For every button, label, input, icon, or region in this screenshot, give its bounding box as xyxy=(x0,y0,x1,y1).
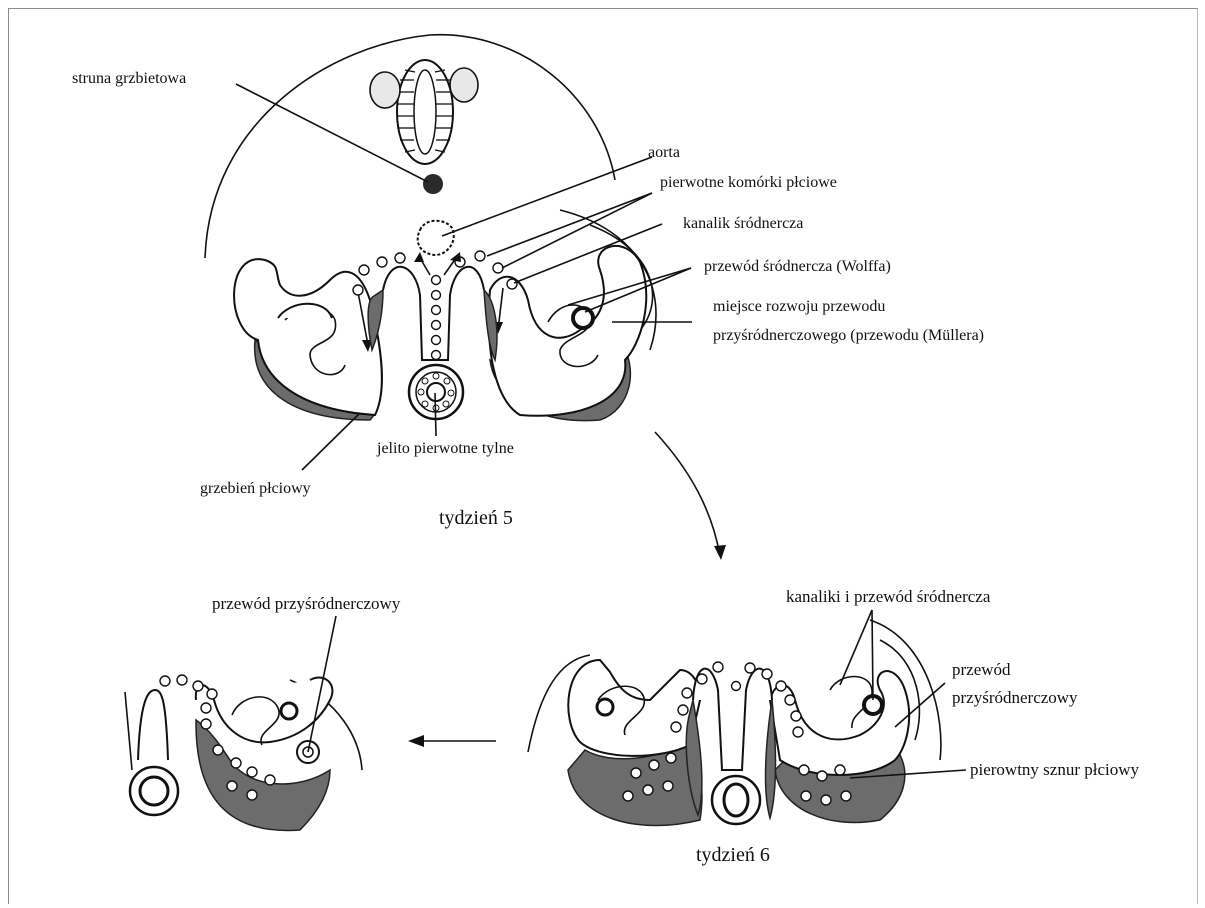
label-primordial-germ-cells: pierwotne komórki płciowe xyxy=(660,174,837,192)
label-primitive-sex-cord: pierowtny sznur płciowy xyxy=(970,760,1139,780)
arrow-head-left xyxy=(408,735,424,747)
label-week6: tydzień 6 xyxy=(696,844,770,867)
label-mesonephric-tubule: kanalik śródnercza xyxy=(683,215,803,233)
label-mullerian-site-line2: przyśródnerczowego (przewodu (Müllera) xyxy=(713,327,984,345)
ganglion-right xyxy=(450,68,478,102)
label-week5: tydzień 5 xyxy=(439,507,513,530)
label-aorta: aorta xyxy=(648,144,680,162)
week6-left-section xyxy=(125,675,362,830)
label-paramesonephric-duct-left: przewód przyśródnerczowy xyxy=(212,594,400,614)
arrow-week5-to-week6 xyxy=(655,432,720,556)
label-mullerian-site-line1: miejsce rozwoju przewodu xyxy=(713,298,885,316)
label-wolffian-duct: przewód śródnercza (Wolffa) xyxy=(704,258,891,276)
arrow-head-down xyxy=(714,545,726,560)
notochord xyxy=(423,174,443,194)
week6-cross-section xyxy=(528,620,941,826)
label-mesonephric-tubules-duct: kanaliki i przewód śródnercza xyxy=(786,587,990,607)
left-urogenital-ridge xyxy=(234,259,382,420)
neural-tube xyxy=(397,60,453,164)
label-paramesonephric-duct-right-line2: przyśródnerczowy xyxy=(952,688,1078,708)
aorta-vessel xyxy=(418,221,454,255)
label-hindgut: jelito pierwotne tylne xyxy=(377,440,514,458)
ganglion-left xyxy=(370,72,400,108)
label-notochord: struna grzbietowa xyxy=(72,70,186,88)
label-genital-ridge: grzebień płciowy xyxy=(200,480,311,498)
right-urogenital-ridge xyxy=(489,246,646,421)
week5-cross-section xyxy=(205,35,656,421)
label-paramesonephric-duct-right-line1: przewód xyxy=(952,660,1011,680)
